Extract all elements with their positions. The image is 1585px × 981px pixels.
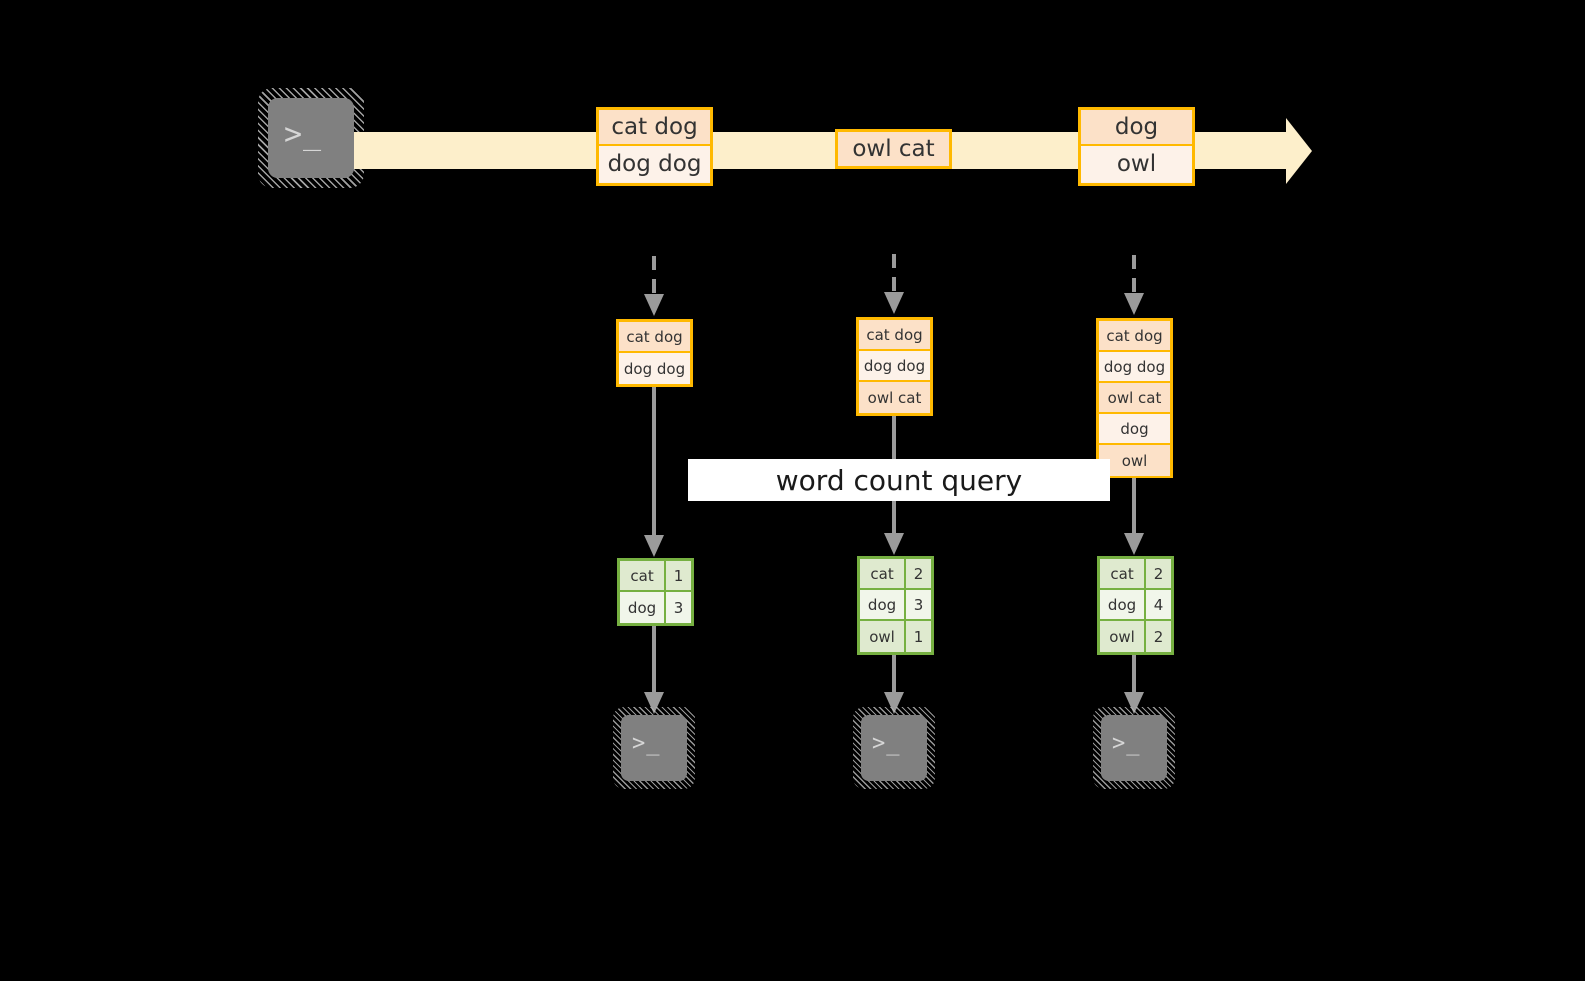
stream-record-box: owl cat (835, 129, 952, 169)
result-word-cell: cat (860, 559, 907, 588)
stream-record-box: dog owl (1078, 107, 1195, 186)
micro-batch-line: dog dog (1099, 352, 1170, 383)
result-count-cell: 1 (666, 561, 691, 590)
micro-batch-box: cat dog dog dog (616, 319, 693, 387)
terminal-prompt-glyph: >_ (284, 117, 323, 152)
stream-to-batch-connector (880, 254, 910, 316)
result-word-cell: owl (1100, 621, 1147, 652)
result-word-cell: cat (620, 561, 667, 590)
stream-record-line: dog dog (599, 146, 710, 182)
batch-to-result-connector (640, 387, 670, 559)
result-row: cat 2 (1100, 559, 1171, 590)
stream-to-batch-connector (640, 256, 670, 318)
terminal-body (268, 98, 354, 178)
result-count-cell: 4 (1146, 590, 1171, 619)
terminal-body (861, 715, 927, 781)
result-to-sink-connector (640, 626, 670, 716)
result-row: owl 2 (1100, 621, 1171, 652)
sink-terminal-icon: >_ (613, 707, 695, 789)
stream-record-line: owl (1081, 146, 1192, 182)
query-label: word count query (688, 459, 1110, 501)
micro-batch-line: dog dog (619, 353, 690, 384)
micro-batch-line: owl cat (859, 382, 930, 413)
result-table: cat 1 dog 3 (617, 558, 694, 626)
result-count-cell: 2 (1146, 559, 1171, 588)
result-row: dog 3 (860, 590, 931, 621)
result-row: dog 4 (1100, 590, 1171, 621)
source-terminal-icon: >_ (258, 88, 364, 188)
result-table: cat 2 dog 4 owl 2 (1097, 556, 1174, 655)
result-count-cell: 2 (1146, 621, 1171, 652)
stream-record-box: cat dog dog dog (596, 107, 713, 186)
result-word-cell: dog (620, 592, 667, 623)
batch-to-result-connector (1120, 478, 1150, 557)
terminal-prompt-glyph: >_ (1112, 731, 1141, 756)
result-word-cell: dog (860, 590, 907, 619)
stream-record-line: dog (1081, 110, 1192, 146)
micro-batch-box: cat dog dog dog owl cat dog owl (1096, 318, 1173, 478)
micro-batch-box: cat dog dog dog owl cat (856, 317, 933, 416)
micro-batch-line: cat dog (859, 320, 930, 351)
result-count-cell: 2 (906, 559, 931, 588)
stream-to-batch-connector (1120, 255, 1150, 317)
result-count-cell: 3 (666, 592, 691, 623)
result-to-sink-connector (880, 655, 910, 716)
result-count-cell: 3 (906, 590, 931, 619)
result-to-sink-connector (1120, 655, 1150, 716)
sink-terminal-icon: >_ (1093, 707, 1175, 789)
terminal-prompt-glyph: >_ (872, 731, 901, 756)
stream-record-line: cat dog (599, 110, 710, 146)
result-row: cat 1 (620, 561, 691, 592)
micro-batch-line: dog (1099, 414, 1170, 445)
data-stream-arrowhead-icon (1286, 118, 1312, 184)
micro-batch-line: owl (1099, 445, 1170, 476)
terminal-body (1101, 715, 1167, 781)
stream-record-line: owl cat (838, 132, 949, 166)
micro-batch-line: dog dog (859, 351, 930, 382)
micro-batch-line: cat dog (619, 322, 690, 353)
micro-batch-line: cat dog (1099, 321, 1170, 352)
terminal-body (621, 715, 687, 781)
result-word-cell: dog (1100, 590, 1147, 619)
result-count-cell: 1 (906, 621, 931, 652)
result-row: cat 2 (860, 559, 931, 590)
result-word-cell: owl (860, 621, 907, 652)
sink-terminal-icon: >_ (853, 707, 935, 789)
result-table: cat 2 dog 3 owl 1 (857, 556, 934, 655)
terminal-prompt-glyph: >_ (632, 731, 661, 756)
result-row: dog 3 (620, 592, 691, 623)
result-row: owl 1 (860, 621, 931, 652)
result-word-cell: cat (1100, 559, 1147, 588)
micro-batch-line: owl cat (1099, 383, 1170, 414)
